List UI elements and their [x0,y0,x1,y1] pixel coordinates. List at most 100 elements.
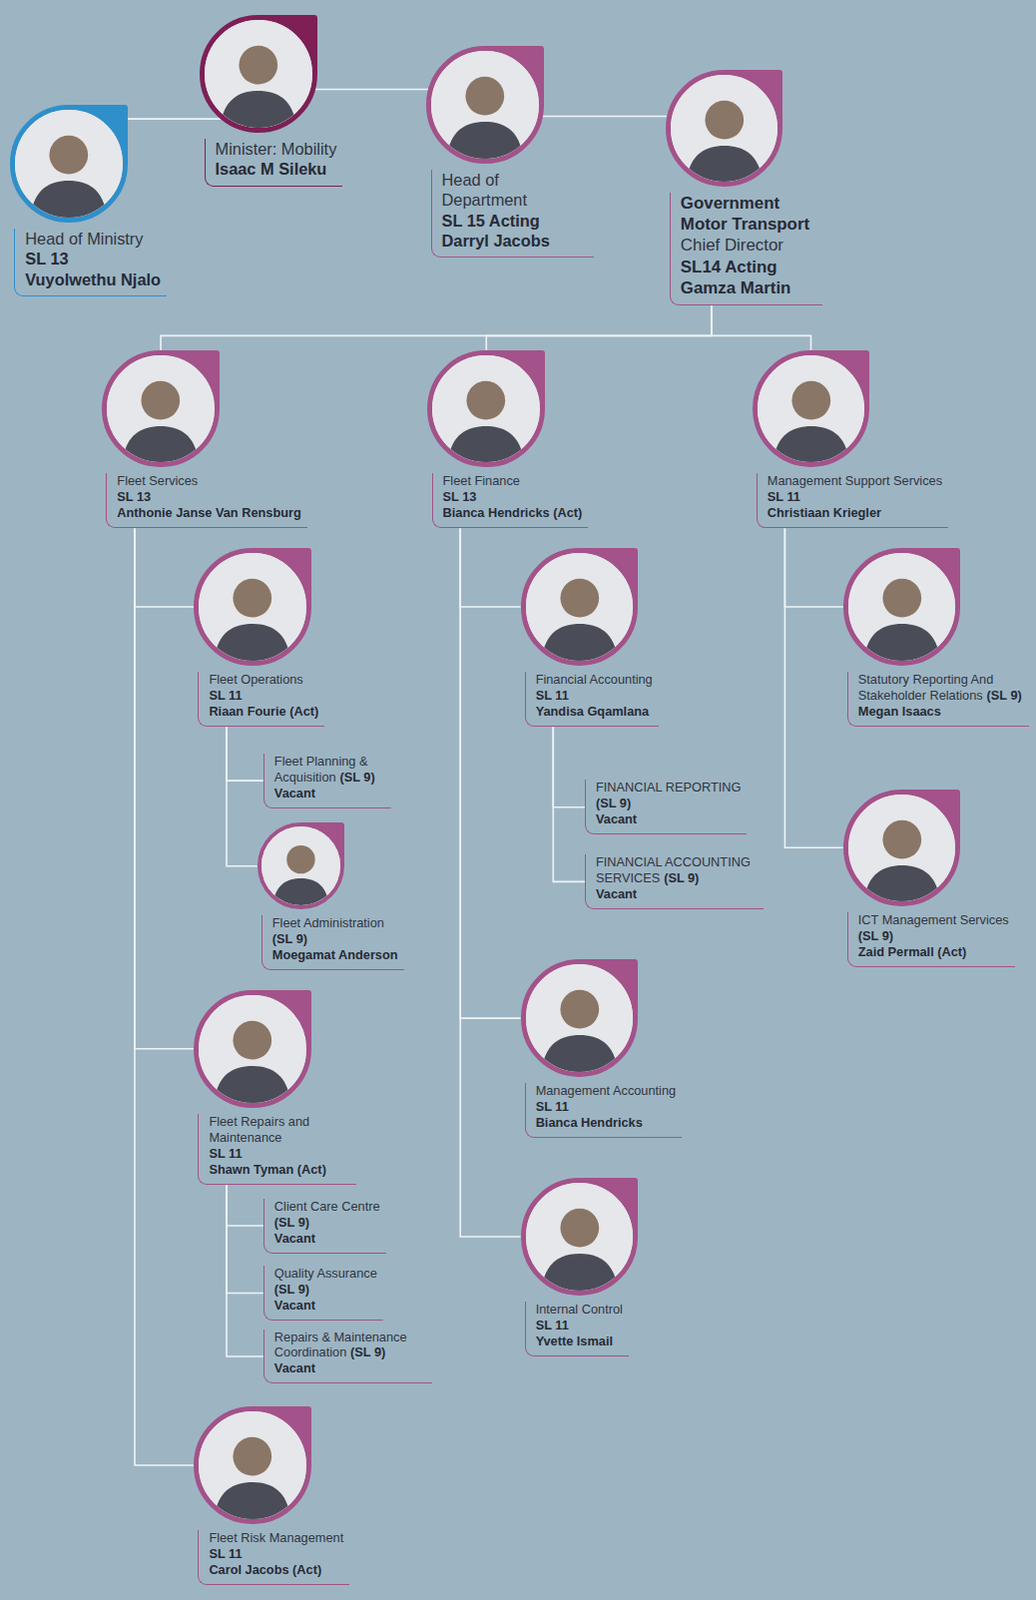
text-bracket: Financial AccountingSL 11Yandisa Gqamlan… [524,671,659,727]
text-bracket: FINANCIAL REPORTING(SL 9)Vacant [584,779,747,835]
org-connector [460,527,520,1237]
photo-shoulders [272,878,330,906]
org-node: Financial AccountingSL 11Yandisa Gqamlan… [520,547,659,727]
role-title: Government Motor Transport [680,192,817,235]
org-connector [134,527,194,607]
photo-frame [193,547,312,666]
photo-shoulders [213,623,291,661]
photo-silhouette [14,109,123,218]
org-node: ICT Management Services(SL 9)Zaid Permal… [843,789,1016,969]
grade-label: SL 13 [443,489,583,506]
org-connector [226,1184,264,1357]
photo-circle [193,547,312,666]
text-bracket: Management AccountingSL 11Bianca Hendric… [524,1082,683,1138]
role-title: Fleet Services [116,473,301,490]
person-name: Vacant [274,1230,381,1247]
photo-head [141,381,181,421]
org-connector [460,527,520,607]
org-node: Fleet Administration(SL 9)Moegamat Ander… [257,822,405,971]
grade-label: (SL 9) [272,931,399,948]
photo-frame [752,350,871,469]
photo-circle [520,1177,639,1296]
photo-shoulders [213,1482,291,1520]
person-name: Vacant [595,811,741,828]
org-connector [127,117,222,120]
org-connector [552,726,585,883]
photo-head [704,99,744,139]
org-node: Fleet OperationsSL 11Riaan Fourie (Act) [193,547,325,727]
person-name: Riaan Fourie (Act) [208,703,319,720]
person-name: Christiaan Kriegler [767,505,943,521]
text-bracket: FINANCIAL ACCOUNTING SERVICES(SL 9)Vacan… [584,854,764,910]
role-title: Fleet Finance [443,473,583,490]
role-title: Management Support Services [767,473,943,490]
text-bracket: Government Motor TransportChief Director… [669,192,823,305]
photo-shoulders [685,145,763,183]
photo-silhouette [198,1411,307,1520]
grade-label: SL 13 [24,248,161,269]
person-name: Bianca Hendricks [535,1114,677,1131]
org-node: Head of MinistrySL 13Vuyolwethu Njalo [9,104,167,297]
text-bracket: Fleet Planning & Acquisition(SL 9)Vacant [263,753,392,809]
grade-label: (SL 9) [987,687,1023,703]
grade-label: (SL 9) [339,769,375,785]
photo-head [466,76,506,116]
role-title: Internal Control [535,1301,623,1318]
org-connector [226,1184,264,1226]
org-connector [226,726,264,781]
grade-label: (SL 9) [350,1344,386,1360]
grade-label: SL14 Acting [680,256,817,278]
grade-label: (SL 9) [595,795,741,812]
photo-head [239,45,279,85]
org-connector [711,305,812,351]
text-bracket: Statutory Reporting And Stakeholder Rela… [847,671,1030,727]
photo-shoulders [540,623,618,661]
text-bracket: Fleet Administration(SL 9)Moegamat Ander… [261,915,405,971]
org-node: Fleet Repairs and MaintenanceSL 11Shawn … [193,990,357,1185]
photo-silhouette [198,995,307,1103]
org-node: Fleet Planning & Acquisition(SL 9)Vacant [263,753,392,809]
photo-circle [199,14,318,133]
photo-head [559,578,599,618]
photo-silhouette [525,964,634,1072]
org-connector [552,726,585,808]
org-connector [315,88,430,91]
text-bracket: Head of MinistrySL 13Vuyolwethu Njalo [13,228,167,297]
photo-frame [257,822,345,910]
photo-frame [426,45,544,164]
text-bracket: Repairs & Maintenance Coordination(SL 9)… [263,1329,433,1385]
grade-label: SL 11 [535,1317,623,1334]
photo-shoulders [863,865,941,903]
photo-shoulders [540,1035,618,1072]
person-name: Moegamat Anderson [272,947,399,964]
role-title: Client Care Centre [274,1198,381,1215]
title-line: Repairs & Maintenance Coordination(SL 9) [274,1329,427,1362]
org-connector [784,527,843,848]
org-node: Management Support ServicesSL 11Christia… [752,350,949,529]
org-connector [460,527,520,1019]
text-bracket: Minister: MobilityIsaac M Sileku [204,138,344,187]
person-name: Carol Jacobs (Act) [208,1561,344,1578]
photo-head [286,845,315,874]
photo-head [233,1437,273,1477]
text-bracket: Head of DepartmentSL 15 ActingDarryl Jac… [431,169,595,259]
grade-label: (SL 9) [274,1214,381,1231]
photo-frame [843,789,962,908]
photo-silhouette [204,19,313,128]
photo-circle [843,547,962,666]
org-connector [226,1184,264,1294]
grade-label: SL 11 [208,1546,344,1562]
org-connector [134,527,194,1048]
grade-label: SL 11 [535,1098,677,1115]
photo-silhouette [261,826,341,906]
photo-shoulders [220,90,298,128]
grade-label: SL 11 [208,1145,351,1162]
photo-head [467,381,507,421]
photo-circle [257,822,345,910]
org-node: Internal ControlSL 11Yvette Ismail [520,1177,639,1357]
grade-label: (SL 9) [663,870,699,886]
org-node: FINANCIAL REPORTING(SL 9)Vacant [584,779,747,835]
org-connector [784,527,843,607]
person-name: Shawn Tyman (Act) [208,1161,351,1178]
